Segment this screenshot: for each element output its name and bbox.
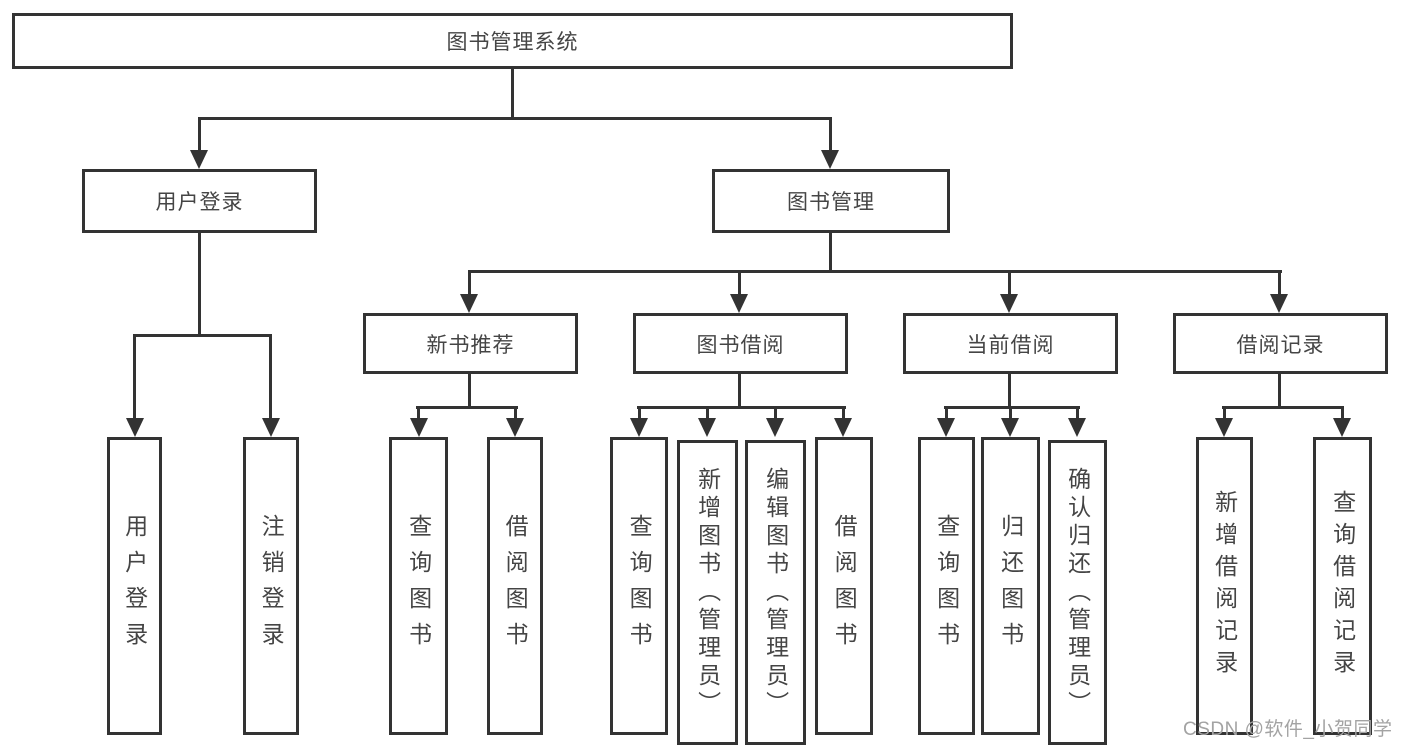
connector-user-drop-1 [133, 334, 136, 419]
node-current-borrow-label: 当前借阅 [966, 333, 1055, 357]
connector-g2-rail [637, 406, 846, 409]
arrow-down-icon [190, 150, 208, 169]
connector-user-drop-2 [269, 334, 272, 419]
node-book-management-label: 图书管理 [787, 191, 875, 214]
connector-g1-drop-2 [514, 406, 517, 420]
node-new-book-recommend-label: 新书推荐 [426, 333, 515, 357]
leaf-query-books-recommend-label: 查询图书 [405, 514, 432, 658]
leaf-return-books: 归还图书 [981, 437, 1040, 735]
arrow-down-icon [410, 418, 428, 437]
leaf-add-books-admin-label: 新增图书（管理员） [694, 466, 721, 719]
arrow-down-icon [1001, 418, 1019, 437]
node-user-login-label: 用户登录 [155, 191, 244, 214]
connector-l3-drop-3 [1008, 270, 1011, 296]
leaf-user-login: 用户登录 [107, 437, 162, 735]
connector-g2-stem [738, 374, 741, 408]
connector-g3-drop-1 [945, 406, 948, 420]
connector-l2-rail [198, 117, 832, 120]
node-current-borrow: 当前借阅 [903, 313, 1118, 374]
leaf-query-books-borrow: 查询图书 [610, 437, 668, 735]
node-borrow-records: 借阅记录 [1173, 313, 1388, 374]
leaf-borrow-books-label: 借阅图书 [831, 514, 858, 658]
connector-root-stem [511, 69, 514, 119]
connector-g3-drop-3 [1076, 406, 1079, 420]
node-book-borrow: 图书借阅 [633, 313, 848, 374]
arrow-down-icon [821, 150, 839, 169]
connector-g4-rail [1222, 406, 1344, 409]
leaf-borrow-books: 借阅图书 [815, 437, 873, 735]
arrow-down-icon [126, 418, 144, 437]
leaf-logout: 注销登录 [243, 437, 299, 735]
leaf-return-books-label: 归还图书 [997, 514, 1024, 658]
connector-l3-drop-1 [468, 270, 471, 296]
connector-g3-stem [1008, 374, 1011, 408]
connector-g2-drop-2 [706, 406, 709, 420]
leaf-edit-books-admin: 编辑图书（管理员） [745, 440, 806, 745]
arrow-down-icon [834, 418, 852, 437]
connector-g3-drop-2 [1009, 406, 1012, 420]
arrow-down-icon [506, 418, 524, 437]
leaf-confirm-return-admin-label: 确认归还（管理员） [1064, 466, 1091, 719]
arrow-down-icon [262, 418, 280, 437]
leaf-logout-label: 注销登录 [258, 514, 285, 658]
arrow-down-icon [730, 294, 748, 313]
connector-g1-rail [416, 406, 518, 409]
connector-l2-stem-left [198, 117, 201, 153]
leaf-query-books-current: 查询图书 [918, 437, 975, 735]
arrow-down-icon [937, 418, 955, 437]
leaf-query-borrow-record-label: 查询借阅记录 [1329, 490, 1356, 682]
arrow-down-icon [1333, 418, 1351, 437]
connector-g1-stem [468, 374, 471, 408]
arrow-down-icon [1215, 418, 1233, 437]
leaf-query-books-borrow-label: 查询图书 [626, 514, 653, 658]
node-book-borrow-label: 图书借阅 [696, 333, 785, 357]
node-root-label: 图书管理系统 [446, 31, 579, 54]
connector-g4-stem [1278, 374, 1281, 408]
watermark: CSDN @软件_小贺同学 [1183, 719, 1393, 740]
connector-l3-drop-4 [1278, 270, 1281, 296]
node-new-book-recommend: 新书推荐 [363, 313, 578, 374]
arrow-down-icon [630, 418, 648, 437]
leaf-query-books-recommend: 查询图书 [389, 437, 448, 735]
connector-book-stem [829, 233, 832, 272]
node-root: 图书管理系统 [12, 13, 1013, 69]
connector-g2-drop-3 [774, 406, 777, 420]
connector-g2-drop-1 [638, 406, 641, 420]
arrow-down-icon [460, 294, 478, 313]
leaf-add-borrow-record: 新增借阅记录 [1196, 437, 1253, 735]
connector-g3-rail [944, 406, 1080, 409]
connector-l2-stem-right [829, 117, 832, 153]
leaf-confirm-return-admin: 确认归还（管理员） [1048, 440, 1107, 745]
node-borrow-records-label: 借阅记录 [1236, 333, 1325, 357]
arrow-down-icon [1270, 294, 1288, 313]
connector-user-stem [198, 233, 201, 336]
leaf-user-login-label: 用户登录 [121, 514, 148, 658]
connector-g1-drop-1 [417, 406, 420, 420]
leaf-query-borrow-record: 查询借阅记录 [1313, 437, 1372, 735]
leaf-add-books-admin: 新增图书（管理员） [677, 440, 738, 745]
arrow-down-icon [1068, 418, 1086, 437]
connector-l3-rail [468, 270, 1282, 273]
node-user-login: 用户登录 [82, 169, 317, 233]
connector-g2-drop-4 [842, 406, 845, 420]
connector-g4-drop-1 [1223, 406, 1226, 420]
leaf-borrow-books-recommend: 借阅图书 [487, 437, 543, 735]
leaf-borrow-books-recommend-label: 借阅图书 [502, 514, 529, 658]
leaf-edit-books-admin-label: 编辑图书（管理员） [762, 466, 789, 719]
connector-user-rail [133, 334, 272, 337]
arrow-down-icon [766, 418, 784, 437]
arrow-down-icon [1000, 294, 1018, 313]
connector-g4-drop-2 [1341, 406, 1344, 420]
arrow-down-icon [698, 418, 716, 437]
leaf-add-borrow-record-label: 新增借阅记录 [1211, 490, 1238, 682]
connector-l3-drop-2 [738, 270, 741, 296]
leaf-query-books-current-label: 查询图书 [933, 514, 960, 658]
node-book-management: 图书管理 [712, 169, 950, 233]
